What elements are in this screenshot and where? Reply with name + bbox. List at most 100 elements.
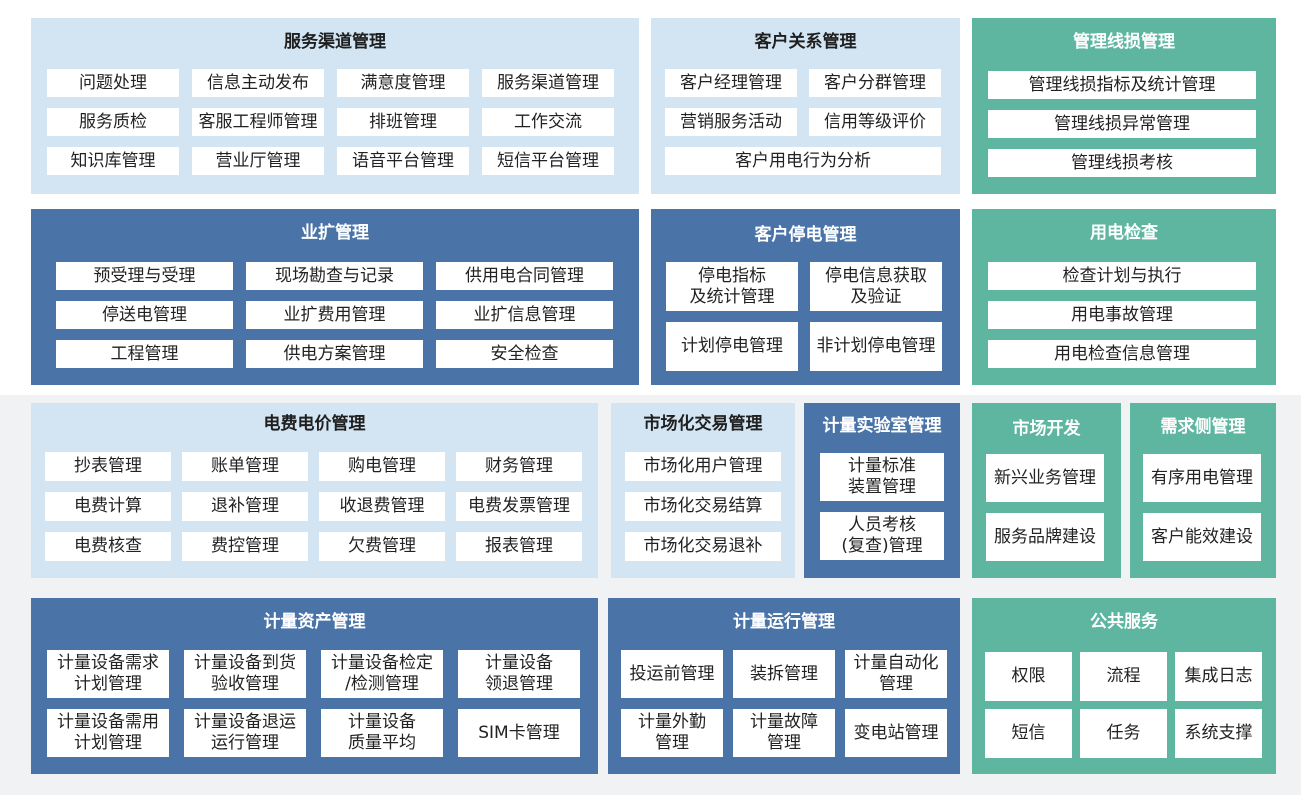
module-box[interactable]: 市场化交易结算 <box>625 492 781 521</box>
panel-demand-side: 需求侧管理有序用电管理客户能效建设 <box>1130 403 1276 578</box>
module-box[interactable]: 管理线损指标及统计管理 <box>988 71 1256 99</box>
panel-title: 管理线损管理 <box>1073 32 1175 52</box>
panel-title: 客户停电管理 <box>754 225 857 245</box>
module-box[interactable]: 信息主动发布 <box>192 69 324 97</box>
module-box[interactable]: 知识库管理 <box>47 147 179 175</box>
panel-market-dev: 市场开发新兴业务管理服务品牌建设 <box>972 403 1121 578</box>
module-box[interactable]: 计量标准 装置管理 <box>820 453 944 501</box>
module-box[interactable]: 停送电管理 <box>56 301 233 329</box>
module-box[interactable]: 工作交流 <box>482 108 614 136</box>
module-box[interactable]: 服务质检 <box>47 108 179 136</box>
module-box[interactable]: 收退费管理 <box>319 492 445 521</box>
module-box[interactable]: 非计划停电管理 <box>810 322 942 371</box>
module-box[interactable]: 新兴业务管理 <box>986 454 1104 502</box>
module-box[interactable]: 客服工程师管理 <box>192 108 324 136</box>
panel-outage: 客户停电管理停电指标 及统计管理停电信息获取 及验证计划停电管理非计划停电管理 <box>651 209 960 385</box>
module-box[interactable]: 电费发票管理 <box>456 492 582 521</box>
panel-metering-asset: 计量资产管理计量设备需求 计划管理计量设备到货 验收管理计量设备检定 /检测管理… <box>31 598 598 774</box>
module-box[interactable]: 排班管理 <box>337 108 469 136</box>
panel-metering-lab: 计量实验室管理计量标准 装置管理人员考核 (复查)管理 <box>804 403 960 578</box>
module-box[interactable]: 计量设备检定 /检测管理 <box>321 650 443 698</box>
module-box[interactable]: 计量设备到货 验收管理 <box>184 650 306 698</box>
module-box[interactable]: 短信 <box>985 709 1072 758</box>
module-box[interactable]: 报表管理 <box>456 532 582 561</box>
module-box[interactable]: 欠费管理 <box>319 532 445 561</box>
module-box[interactable]: 供电方案管理 <box>246 340 423 368</box>
panel-title: 计量实验室管理 <box>822 416 942 436</box>
module-box[interactable]: 计量设备 质量平均 <box>321 709 443 757</box>
module-box[interactable]: 有序用电管理 <box>1143 454 1261 502</box>
module-box[interactable]: 计量设备需求 计划管理 <box>47 650 169 698</box>
module-box[interactable]: 装拆管理 <box>733 650 835 698</box>
module-box[interactable]: 计量故障 管理 <box>733 709 835 757</box>
module-box[interactable]: 短信平台管理 <box>482 147 614 175</box>
module-box[interactable]: 满意度管理 <box>337 69 469 97</box>
module-box[interactable]: 管理线损异常管理 <box>988 110 1256 138</box>
module-box[interactable]: 业扩费用管理 <box>246 301 423 329</box>
module-box[interactable]: 营销服务活动 <box>665 108 797 136</box>
module-box[interactable]: 语音平台管理 <box>337 147 469 175</box>
module-box[interactable]: 投运前管理 <box>621 650 723 698</box>
module-box[interactable]: 电费核查 <box>45 532 171 561</box>
module-box[interactable]: 变电站管理 <box>845 709 947 757</box>
module-box[interactable]: 用电事故管理 <box>988 301 1256 329</box>
module-box[interactable]: 业扩信息管理 <box>436 301 613 329</box>
panel-title: 计量运行管理 <box>733 612 835 632</box>
module-box[interactable]: 停电信息获取 及验证 <box>810 262 942 311</box>
module-box[interactable]: 客户分群管理 <box>809 69 941 97</box>
module-box[interactable]: 账单管理 <box>182 452 308 481</box>
panel-title: 市场化交易管理 <box>643 414 763 434</box>
module-box[interactable]: 财务管理 <box>456 452 582 481</box>
module-box[interactable]: 市场化用户管理 <box>625 452 781 481</box>
module-box[interactable]: 客户用电行为分析 <box>665 147 941 175</box>
panel-public-service: 公共服务权限流程集成日志短信任务系统支撑 <box>972 598 1276 774</box>
panel-title: 电费电价管理 <box>263 414 366 434</box>
module-box[interactable]: 现场勘查与记录 <box>246 262 423 290</box>
module-box[interactable]: 检查计划与执行 <box>988 262 1256 290</box>
module-box[interactable]: 计量外勤 管理 <box>621 709 723 757</box>
panel-business-expansion: 业扩管理预受理与受理现场勘查与记录供用电合同管理停送电管理业扩费用管理业扩信息管… <box>31 209 639 385</box>
panel-title: 客户关系管理 <box>754 32 857 52</box>
module-box[interactable]: 服务渠道管理 <box>482 69 614 97</box>
module-box[interactable]: 停电指标 及统计管理 <box>666 262 798 311</box>
module-box[interactable]: 信用等级评价 <box>809 108 941 136</box>
module-box[interactable]: 集成日志 <box>1175 652 1262 701</box>
module-box[interactable]: 计量设备 领退管理 <box>458 650 580 698</box>
module-box[interactable]: 电费计算 <box>45 492 171 521</box>
module-box[interactable]: 管理线损考核 <box>988 149 1256 177</box>
module-box[interactable]: 市场化交易退补 <box>625 532 781 561</box>
module-box[interactable]: 客户能效建设 <box>1143 513 1261 561</box>
panel-title: 计量资产管理 <box>263 612 366 632</box>
panel-title: 需求侧管理 <box>1160 417 1246 437</box>
panel-inspection: 用电检查检查计划与执行用电事故管理用电检查信息管理 <box>972 209 1276 385</box>
module-box[interactable]: 权限 <box>985 652 1072 701</box>
module-box[interactable]: 问题处理 <box>47 69 179 97</box>
module-box[interactable]: 任务 <box>1080 709 1167 758</box>
module-box[interactable]: 人员考核 (复查)管理 <box>820 512 944 560</box>
panel-title: 服务渠道管理 <box>284 32 386 52</box>
panel-title: 用电检查 <box>1090 223 1158 243</box>
panel-metering-ops: 计量运行管理投运前管理装拆管理计量自动化 管理计量外勤 管理计量故障 管理变电站… <box>608 598 960 774</box>
module-box[interactable]: 预受理与受理 <box>56 262 233 290</box>
module-box[interactable]: 供用电合同管理 <box>436 262 613 290</box>
module-box[interactable]: 客户经理管理 <box>665 69 797 97</box>
panel-customer-relation: 客户关系管理客户经理管理客户分群管理营销服务活动信用等级评价客户用电行为分析 <box>651 18 960 194</box>
module-box[interactable]: 营业厅管理 <box>192 147 324 175</box>
module-box[interactable]: 购电管理 <box>319 452 445 481</box>
panel-title: 公共服务 <box>1090 612 1158 632</box>
module-box[interactable]: 安全检查 <box>436 340 613 368</box>
module-box[interactable]: 服务品牌建设 <box>986 513 1104 561</box>
module-box[interactable]: SIM卡管理 <box>458 709 580 757</box>
module-box[interactable]: 退补管理 <box>182 492 308 521</box>
module-box[interactable]: 系统支撑 <box>1175 709 1262 758</box>
module-box[interactable]: 流程 <box>1080 652 1167 701</box>
panel-title: 市场开发 <box>1012 419 1081 439</box>
module-box[interactable]: 工程管理 <box>56 340 233 368</box>
module-box[interactable]: 费控管理 <box>182 532 308 561</box>
module-box[interactable]: 用电检查信息管理 <box>988 340 1256 368</box>
module-box[interactable]: 计划停电管理 <box>666 322 798 371</box>
module-box[interactable]: 计量设备退运 运行管理 <box>184 709 306 757</box>
module-box[interactable]: 计量自动化 管理 <box>845 650 947 698</box>
module-box[interactable]: 计量设备需用 计划管理 <box>47 709 169 757</box>
module-box[interactable]: 抄表管理 <box>45 452 171 481</box>
